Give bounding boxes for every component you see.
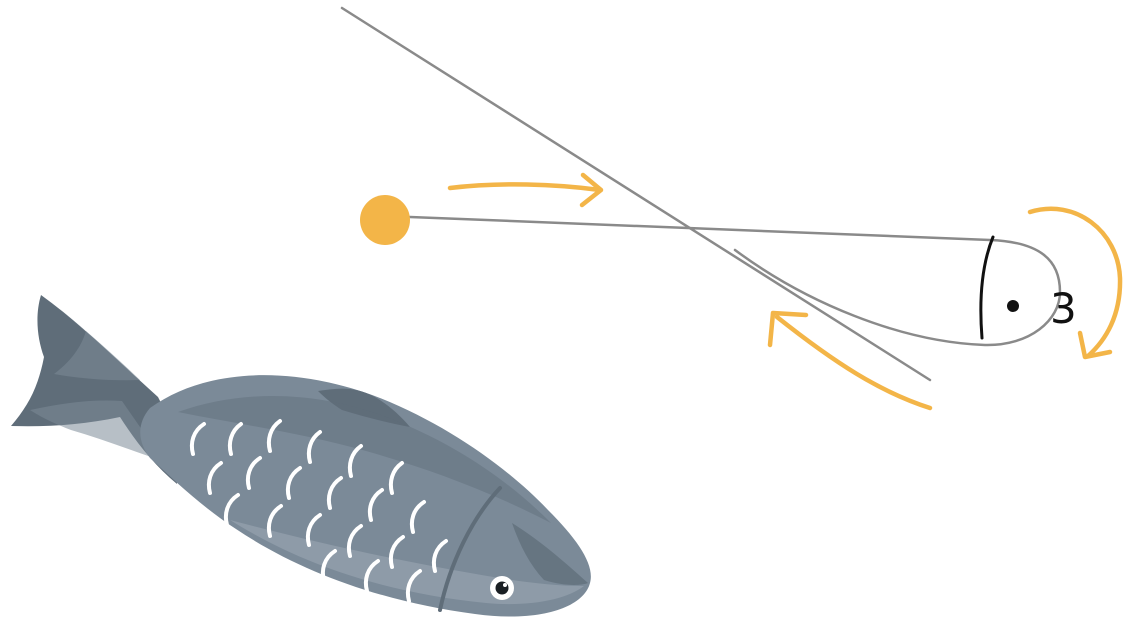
fish-icon [11, 295, 591, 617]
ball-icon [360, 195, 410, 245]
arrow-clockwise-right [1030, 209, 1120, 357]
arrow-left-return [770, 313, 930, 408]
arrow-right-top [450, 175, 601, 205]
loop-dot [1007, 300, 1019, 312]
loop-label: 3 [1050, 284, 1077, 333]
diagonal-line [342, 8, 930, 380]
loop-tick [981, 237, 993, 338]
loop-line [410, 217, 1060, 345]
